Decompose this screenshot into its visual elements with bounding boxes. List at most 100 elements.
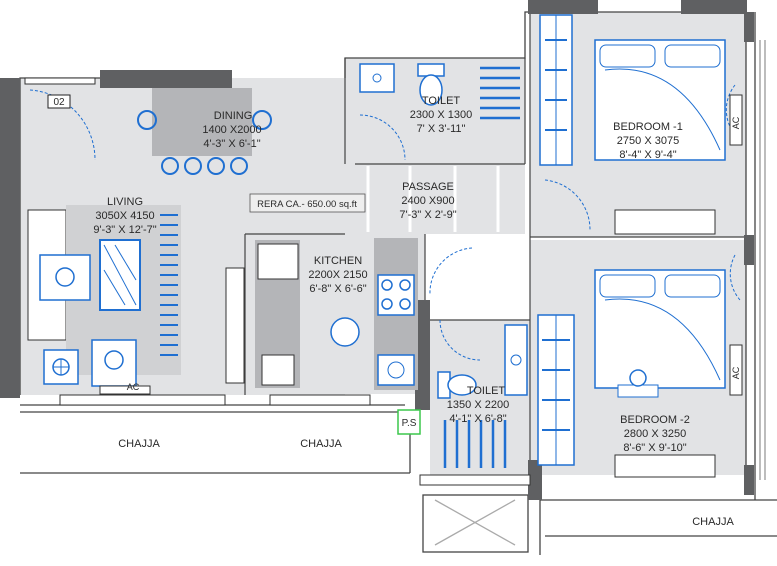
room-metric: 2400 X900 bbox=[401, 195, 454, 207]
bedroom-1-furniture bbox=[539, 14, 743, 166]
chajja-label: CHAJJA bbox=[118, 438, 160, 450]
thick-walls bbox=[0, 0, 754, 500]
chair-icon bbox=[230, 157, 248, 175]
bedroom-2-furniture bbox=[537, 269, 743, 466]
door-swing bbox=[429, 247, 473, 296]
ps-label: P.S bbox=[402, 418, 417, 429]
wall-block bbox=[744, 465, 754, 495]
ac-unit-icon bbox=[729, 94, 743, 146]
door-swing bbox=[544, 179, 591, 231]
room-metric: 1400 X2000 bbox=[202, 124, 261, 136]
window bbox=[24, 77, 96, 85]
window bbox=[614, 454, 716, 478]
passage-lines bbox=[366, 166, 500, 232]
person-icon bbox=[330, 317, 360, 347]
door-swing bbox=[439, 319, 481, 361]
room-imperial: 7' X 3'-11" bbox=[417, 123, 466, 135]
pillow-icon bbox=[664, 274, 721, 298]
wall-block bbox=[528, 0, 598, 14]
room-imperial: 7'-3" X 2'-9" bbox=[399, 209, 456, 221]
chair-icon bbox=[207, 157, 225, 175]
ps-box bbox=[397, 409, 421, 435]
chair-icon bbox=[252, 110, 272, 130]
wall-unit-icon bbox=[225, 267, 245, 384]
doors bbox=[29, 84, 741, 361]
room-metric: 2800 X 3250 bbox=[624, 428, 686, 440]
pillow-icon bbox=[599, 274, 656, 298]
toilet-1-fixtures bbox=[359, 63, 520, 120]
person-icon bbox=[629, 369, 647, 387]
person-icon bbox=[55, 267, 75, 287]
room-name: KITCHEN bbox=[314, 255, 362, 267]
room-name: TOILET bbox=[467, 385, 506, 397]
dining-furniture bbox=[137, 88, 272, 175]
wall-block bbox=[681, 0, 747, 14]
room-metric: 2750 X 3075 bbox=[617, 135, 679, 147]
room-imperial: 8'-4" X 9'-4" bbox=[619, 149, 676, 161]
room-imperial: 4'-1" X 6'-8" bbox=[449, 413, 506, 425]
ac-labels: AC AC AC bbox=[127, 116, 741, 392]
wall-block bbox=[415, 300, 430, 410]
oven-icon bbox=[377, 354, 415, 386]
wc-icon bbox=[417, 63, 445, 77]
pillow-icon bbox=[599, 44, 656, 68]
room-name: PASSAGE bbox=[402, 181, 454, 193]
room-name: LIVING bbox=[107, 196, 143, 208]
washbasin-icon bbox=[359, 63, 395, 93]
washbasin-icon bbox=[504, 324, 528, 396]
room-name: BEDROOM -1 bbox=[613, 121, 683, 133]
room-metric: 3050X 4150 bbox=[95, 210, 154, 222]
toilet-2-fixtures bbox=[437, 324, 528, 468]
ac-unit-icon bbox=[729, 344, 743, 396]
room-imperial: 6'-8" X 6'-6" bbox=[309, 283, 366, 295]
chajja-labels: CHAJJA CHAJJA CHAJJA bbox=[118, 438, 734, 528]
door-swing bbox=[29, 89, 96, 161]
wall-block bbox=[0, 78, 20, 398]
interior-walls bbox=[244, 12, 746, 500]
pillow-icon bbox=[664, 44, 721, 68]
room-labels: DINING 1400 X2000 4'-3" X 6'-1" LIVING 3… bbox=[93, 95, 690, 454]
chair-icon bbox=[161, 157, 179, 175]
ac-label: AC bbox=[731, 116, 741, 129]
room-name: TOILET bbox=[422, 95, 461, 107]
room-metric: 1350 X 2200 bbox=[447, 399, 509, 411]
unit-number: 02 bbox=[53, 97, 65, 108]
door-swing bbox=[359, 114, 406, 161]
chajja-label: CHAJJA bbox=[300, 438, 342, 450]
room-name: BEDROOM -2 bbox=[620, 414, 690, 426]
wall-block bbox=[744, 12, 754, 42]
chair-icon bbox=[137, 110, 157, 130]
window bbox=[614, 209, 716, 235]
desk-icon bbox=[617, 384, 659, 398]
windows bbox=[24, 77, 716, 486]
room-metric: 2200X 2150 bbox=[308, 269, 367, 281]
window bbox=[269, 394, 371, 406]
ac-label: AC bbox=[127, 382, 140, 392]
rera-area-label: RERA CA.- 650.00 sq.ft bbox=[257, 199, 357, 210]
dining-table-icon bbox=[152, 88, 252, 156]
chajja-label: CHAJJA bbox=[692, 516, 734, 528]
unit-number-box bbox=[47, 94, 71, 109]
fridge-icon bbox=[257, 243, 299, 280]
room-metric: 2300 X 1300 bbox=[410, 109, 472, 121]
window bbox=[419, 474, 531, 486]
wall-block bbox=[528, 460, 542, 500]
kitchen-fixtures bbox=[225, 238, 418, 390]
room-name: DINING bbox=[214, 110, 253, 122]
door-swing bbox=[725, 84, 741, 141]
sink-icon bbox=[261, 354, 295, 386]
passage-floor bbox=[345, 164, 525, 234]
window bbox=[59, 394, 226, 406]
room-imperial: 4'-3" X 6'-1" bbox=[203, 138, 260, 150]
ac-unit-icon bbox=[99, 385, 151, 395]
person-icon bbox=[104, 350, 124, 370]
wall-block bbox=[100, 70, 232, 88]
room-imperial: 9'-3" X 12'-7" bbox=[93, 224, 156, 236]
room-imperial: 8'-6" X 9'-10" bbox=[623, 442, 686, 454]
chair-icon bbox=[184, 157, 202, 175]
wall-block bbox=[744, 235, 754, 265]
living-furniture bbox=[27, 205, 181, 395]
rera-area-box bbox=[249, 193, 366, 213]
ac-label: AC bbox=[731, 366, 741, 379]
